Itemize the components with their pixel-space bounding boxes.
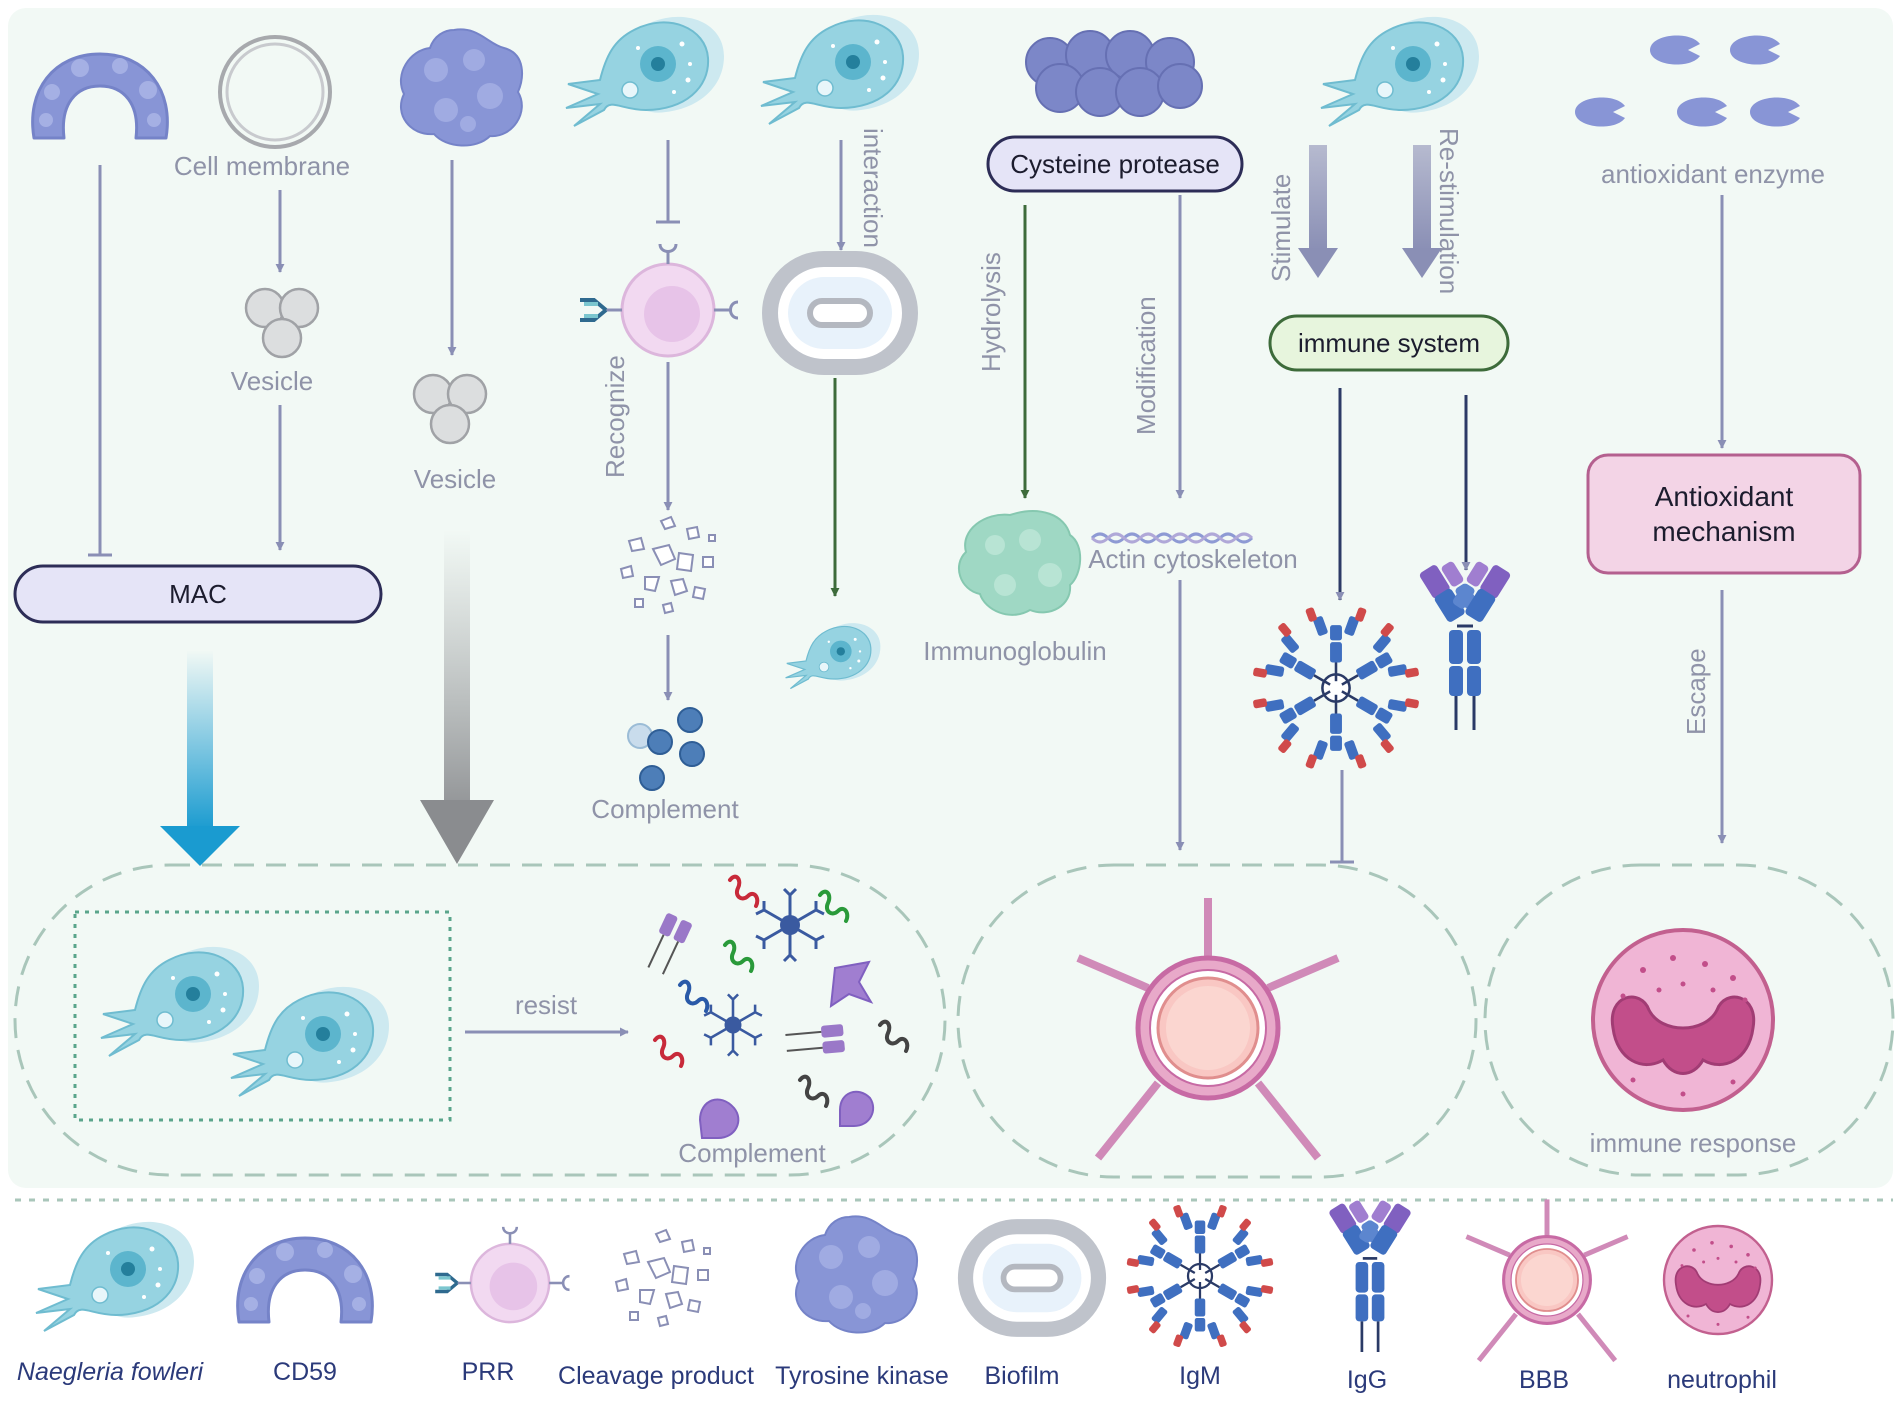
interaction-label: interaction	[858, 128, 888, 248]
legend-label-prr: PRR	[462, 1358, 515, 1386]
recognize-label: Recognize	[600, 355, 630, 478]
immunoglobulin-blob	[957, 510, 1082, 616]
complement-proteins-cluster	[641, 874, 910, 1139]
re-stimulation-label: Re-stimulation	[1434, 128, 1464, 294]
cell-membrane-label: Cell membrane	[174, 151, 350, 181]
biofilm-icon	[770, 259, 910, 367]
immune-system-box	[1268, 314, 1510, 372]
legend-label-biofilm: Biofilm	[984, 1362, 1059, 1390]
amoeba-group-box	[73, 910, 452, 1122]
legend-label-igm: IgM	[1179, 1362, 1221, 1390]
legend-biofilm-icon	[966, 1227, 1099, 1330]
stimulate-arrow-shaft	[1309, 145, 1327, 250]
antioxidant-mechanism-box	[1586, 453, 1862, 575]
cysteine-protease-cluster	[1025, 30, 1203, 117]
stimulate-label: Stimulate	[1266, 174, 1296, 282]
antioxidant-mechanism-label-1: Antioxidant	[1655, 481, 1794, 512]
gray-arrow-shaft	[444, 530, 470, 830]
modification-label: Modification	[1131, 296, 1161, 435]
immune-system-label: immune system	[1298, 328, 1480, 358]
vesicle-label-2: Vesicle	[414, 464, 496, 494]
legend-label-cd59: CD59	[273, 1358, 337, 1386]
antioxidant-mechanism-label-2: mechanism	[1652, 516, 1795, 547]
mac-label: MAC	[169, 579, 227, 609]
neutrophil-icon-main	[1591, 928, 1775, 1112]
legend-label-cleavage-product: Cleavage product	[558, 1362, 754, 1390]
enclosure-neutrophil	[1483, 863, 1895, 1177]
complement-label-top: Complement	[591, 794, 739, 824]
resist-label: resist	[515, 990, 578, 1020]
immune-response-label: immune response	[1590, 1128, 1797, 1158]
cell-membrane-inner	[225, 42, 325, 142]
enclosure-resist	[13, 863, 947, 1177]
stimulate-arrow-head	[1298, 248, 1338, 278]
vesicle-label-1: Vesicle	[231, 366, 313, 396]
antioxidant-enzyme-icons	[1575, 35, 1800, 127]
re-stimulation-arrow-head	[1402, 248, 1442, 278]
complement-dots	[627, 707, 705, 791]
cysteine-protease-label: Cysteine protease	[1010, 149, 1220, 179]
actin-cytoskeleton-icon	[1090, 532, 1254, 544]
cysteine-protease-box	[986, 135, 1244, 193]
legend-label-neutrophil: neutrophil	[1667, 1366, 1777, 1394]
legend-label-bbb: BBB	[1519, 1366, 1569, 1394]
legend-label-igg: IgG	[1347, 1366, 1387, 1394]
cell-membrane-icon	[218, 35, 332, 149]
complement-label-bottom: Complement	[678, 1138, 826, 1168]
blue-arrow-head	[160, 826, 240, 866]
gray-arrow-head	[420, 800, 494, 864]
legend-neutrophil-icon	[1662, 1224, 1774, 1336]
antioxidant-enzyme-label: antioxidant enzyme	[1601, 159, 1825, 189]
escape-label: Escape	[1681, 648, 1711, 735]
hydrolysis-label: Hydrolysis	[976, 252, 1006, 372]
legend-label-naegleria: Naegleria fowleri	[17, 1358, 205, 1386]
diagram-panel	[8, 8, 1893, 1188]
immunoglobulin-label: Immunoglobulin	[923, 636, 1107, 666]
legend-label-tyrosine-kinase: Tyrosine kinase	[775, 1362, 949, 1390]
mac-box	[13, 564, 383, 624]
blue-arrow-shaft	[187, 650, 213, 830]
enclosure-bbb	[956, 863, 1478, 1179]
re-stimulation-arrow-shaft	[1413, 145, 1431, 250]
actin-cytoskeleton-label: Actin cytoskeleton	[1088, 544, 1298, 574]
